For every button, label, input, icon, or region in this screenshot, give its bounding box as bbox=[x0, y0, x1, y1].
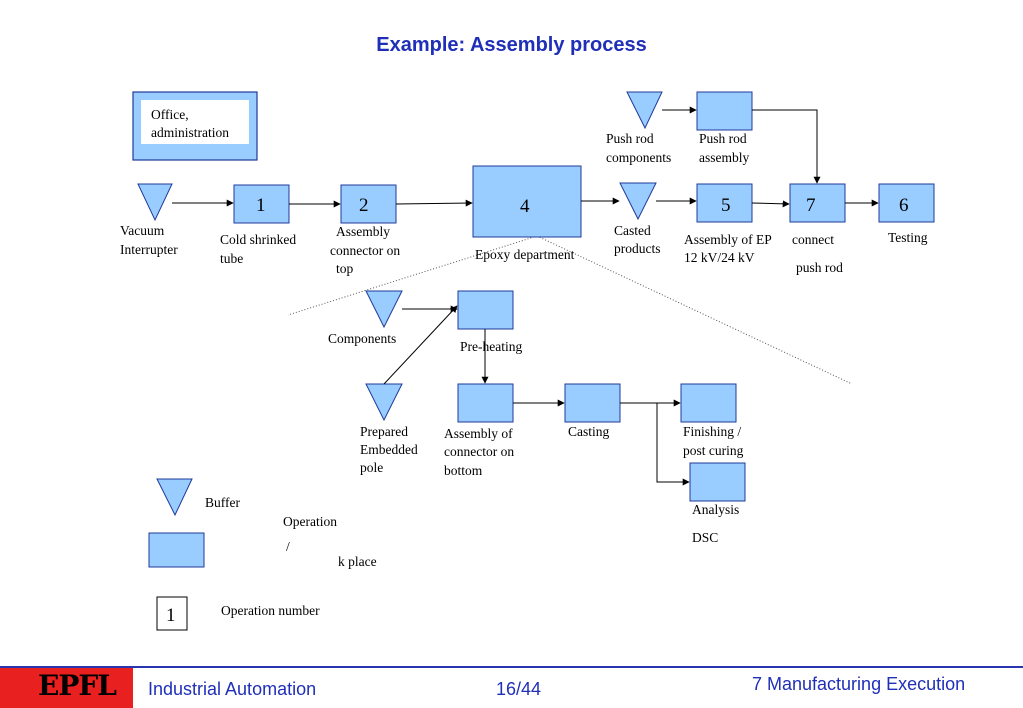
buffer-push-rod bbox=[626, 91, 663, 130]
label-components: Components bbox=[328, 331, 396, 346]
arrow-pushrod-assembly-7 bbox=[752, 109, 821, 184]
legend-slash: / bbox=[286, 539, 290, 554]
legend-buffer-icon bbox=[156, 478, 193, 517]
label-push-rod: push rod bbox=[796, 260, 843, 275]
op-2 bbox=[340, 184, 397, 224]
op-1-number: 1 bbox=[256, 195, 266, 216]
label-testing: Testing bbox=[888, 230, 928, 245]
op-assembly-bottom bbox=[457, 383, 514, 423]
office-label: Office,administration bbox=[151, 107, 229, 140]
label-epoxy: Epoxy department bbox=[475, 247, 575, 262]
op-analysis bbox=[689, 462, 746, 502]
epfl-logo: EPFL bbox=[38, 669, 117, 702]
legend-kplace-label: k place bbox=[338, 554, 377, 569]
arrow-prepared-preheating bbox=[383, 305, 458, 385]
op-5-number: 5 bbox=[721, 195, 731, 216]
office-box-inner bbox=[141, 100, 249, 144]
label-connect: connect bbox=[792, 232, 834, 247]
page-title: Example: Assembly process bbox=[376, 34, 647, 56]
label-finishing: Finishing /post curing bbox=[683, 424, 744, 458]
op-7 bbox=[789, 183, 846, 223]
footer-divider bbox=[0, 666, 1023, 668]
legend-operation-label: Operation bbox=[283, 514, 337, 529]
op-2-number: 2 bbox=[359, 195, 369, 216]
op-6 bbox=[878, 183, 935, 223]
label-preheating: Pre-heating bbox=[460, 339, 522, 354]
op-casting bbox=[564, 383, 621, 423]
op-1 bbox=[233, 184, 290, 224]
buffer-prepared-pole bbox=[365, 383, 403, 422]
arrow-2-4 bbox=[395, 199, 473, 207]
epfl-logo-background bbox=[0, 668, 133, 708]
push-rod-assembly-box bbox=[696, 91, 753, 131]
buffer-components bbox=[365, 290, 403, 329]
zoom-line-right bbox=[536, 235, 853, 385]
label-casting: Casting bbox=[568, 424, 610, 439]
legend-number-icon bbox=[156, 596, 188, 631]
footer-page-number: 16/44 bbox=[496, 679, 542, 699]
op-7-number: 7 bbox=[806, 195, 816, 216]
buffer-casted bbox=[619, 182, 657, 221]
buffer-vacuum bbox=[137, 183, 173, 222]
legend-buffer-label: Buffer bbox=[205, 495, 240, 510]
arrow-5-7 bbox=[751, 200, 790, 208]
op-6-number: 6 bbox=[899, 195, 909, 216]
op-4-epoxy bbox=[472, 165, 582, 238]
legend-operation-icon bbox=[148, 532, 205, 568]
legend-number-value: 1 bbox=[166, 605, 176, 626]
op-finishing bbox=[680, 383, 737, 423]
arrow-casting-analysis bbox=[656, 403, 690, 486]
legend-opnumber-label: Operation number bbox=[221, 603, 320, 618]
footer-course: Industrial Automation bbox=[148, 679, 317, 699]
footer-chapter: 7 Manufacturing Execution bbox=[752, 674, 966, 694]
op-preheating bbox=[457, 290, 514, 330]
op-4-number: 4 bbox=[520, 196, 530, 217]
